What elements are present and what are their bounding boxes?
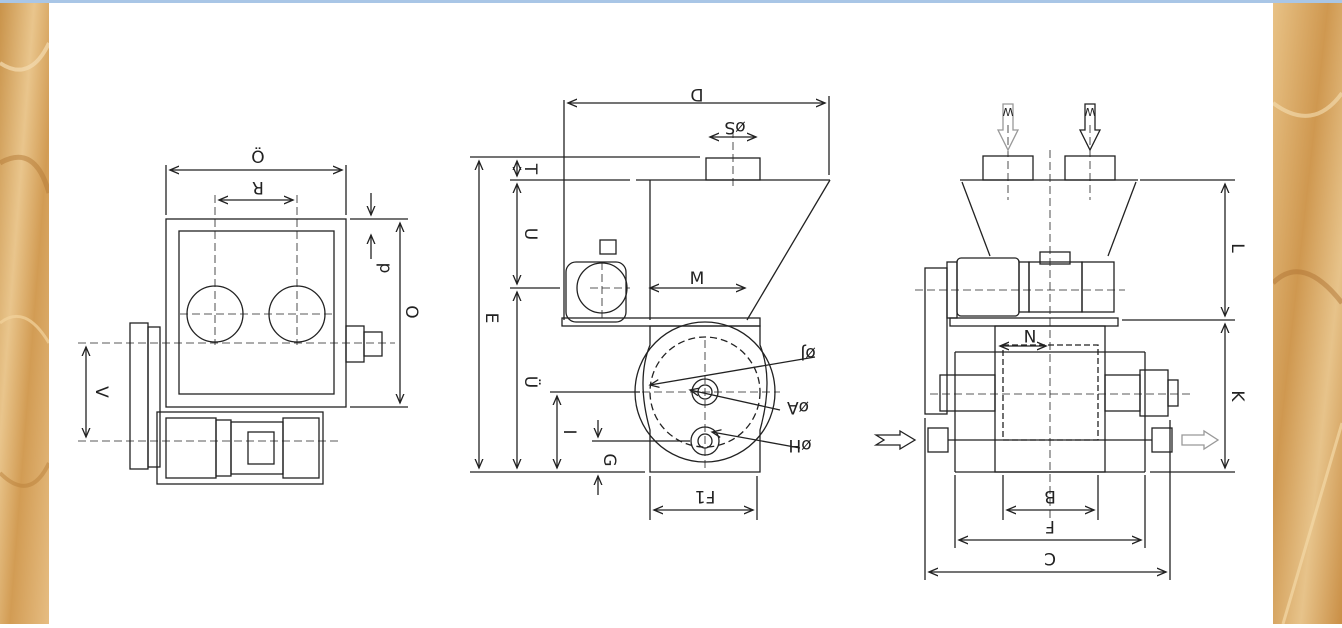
dim-label-p: p	[375, 263, 395, 274]
dim-label-b: B	[1044, 486, 1056, 506]
right-side-texture	[1273, 3, 1342, 624]
dim-label-u: U	[520, 228, 540, 240]
left-view	[78, 165, 408, 485]
dim-label-a: øA	[787, 397, 809, 417]
right-view	[873, 103, 1235, 580]
top-bar	[0, 0, 1342, 3]
dim-label-v: V	[91, 386, 111, 398]
flow-label-w-left: W	[1002, 105, 1013, 118]
dim-label-m: M	[690, 269, 705, 289]
dim-label-f1: F1	[695, 486, 716, 506]
right-view-labels: L N K B F C W W	[1002, 105, 1247, 568]
left-gearbox-plate	[129, 322, 149, 470]
dim-label-g: G	[599, 453, 619, 466]
right-motor	[956, 257, 1020, 317]
dim-label-s: øS	[724, 117, 745, 137]
middle-view-labels: D øS T U E M øJ øA øH Ü I G F1	[481, 84, 816, 506]
middle-rotor-housing	[642, 325, 768, 473]
dim-label-f: F	[1045, 516, 1055, 536]
dim-label-height: O	[401, 305, 421, 318]
middle-view	[470, 96, 831, 520]
dim-label-l: L	[1227, 243, 1247, 253]
dim-label-t: T	[520, 163, 540, 175]
dim-label-n: N	[1024, 325, 1037, 345]
dim-label-c: C	[1044, 548, 1056, 568]
right-base-plate	[949, 317, 1119, 327]
dim-label-j: øJ	[800, 343, 815, 363]
flow-label-w-right: W	[1084, 105, 1095, 118]
left-view-labels: Ö R p O V	[91, 146, 421, 398]
dim-label-e: E	[481, 313, 501, 324]
technical-drawing: Ö R p O V	[49, 3, 1273, 624]
left-housing-inner	[178, 230, 335, 395]
dim-label-h: øH	[788, 435, 811, 455]
middle-motor	[565, 261, 627, 323]
dim-label-i: I	[559, 429, 579, 434]
drawing-svg: Ö R p O V	[78, 84, 1247, 580]
dim-label-spacing: R	[252, 177, 264, 197]
dim-label-k: K	[1227, 390, 1247, 402]
dim-label-d: D	[690, 84, 703, 104]
left-housing-outer	[165, 218, 347, 408]
right-gearbox	[924, 267, 948, 415]
left-side-texture	[0, 3, 49, 624]
dim-label-width: Ö	[251, 146, 264, 168]
dim-label-u2: Ü	[520, 376, 542, 388]
left-motor-frame	[156, 411, 324, 485]
